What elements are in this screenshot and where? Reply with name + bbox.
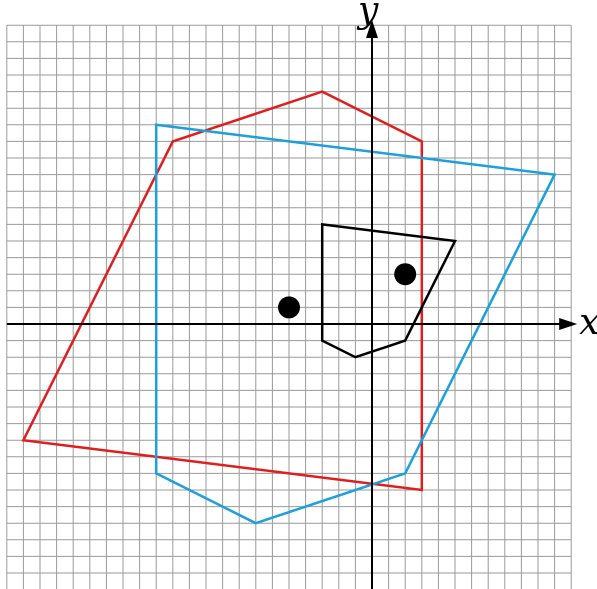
axes: x y xyxy=(6,0,597,589)
dot-left xyxy=(278,296,300,319)
x-axis-arrow-icon xyxy=(559,318,578,330)
y-axis-arrow-icon xyxy=(366,20,378,38)
y-axis-label: y xyxy=(356,0,379,31)
black-polygon xyxy=(320,222,457,359)
x-axis-label: x xyxy=(579,302,597,343)
blue-polygon xyxy=(154,123,557,525)
dot-right xyxy=(394,263,417,286)
points xyxy=(278,263,417,319)
